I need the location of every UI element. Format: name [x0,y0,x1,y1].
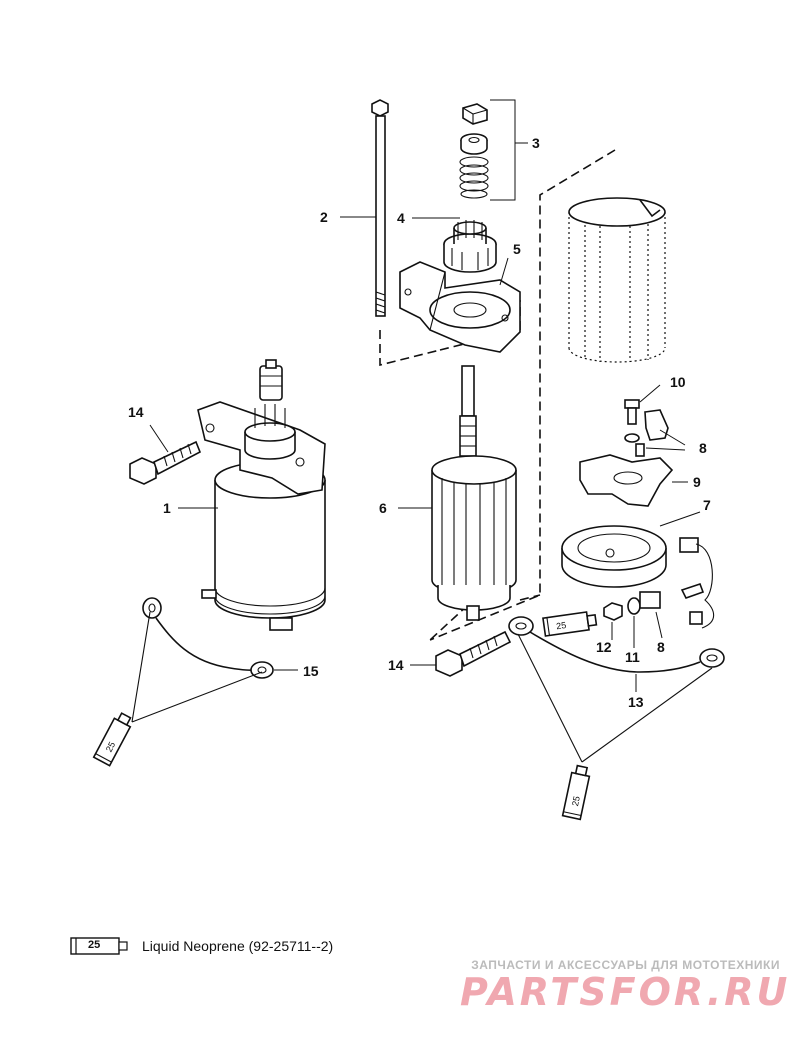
part-4-pinion-gear [412,217,497,273]
assembly-dashed-outline [379,149,616,641]
legend-tube-label: 25 [88,939,101,951]
watermark-logo: PARTSFOR.RU [460,970,791,1014]
sealant-tube-icon: 25 [70,936,134,956]
part-8-brush-upper [624,409,686,457]
part-13-battery-cable [508,616,725,692]
part-7-commutator-end-cap [561,511,715,629]
callout-4: 4 [397,210,405,226]
tube-label: 25 [570,795,582,807]
callout-1: 1 [163,500,171,516]
part-8-terminal-stud [639,582,705,639]
sealant-tube-left: 25 [92,611,263,767]
sealant-tube-middle: 25 [542,611,598,637]
armature-dashed-link [429,594,541,641]
part-6-armature [398,365,517,621]
legend-text: Liquid Neoprene (92-25711--2) [142,938,334,954]
tube-label: 25 [556,620,567,631]
starter-housing-shell [568,197,666,363]
callout-5: 5 [513,241,521,257]
callout-12: 12 [596,639,612,655]
part-14-mounting-bolt-lower [410,630,512,677]
watermark: ЗАПЧАСТИ И АКСЕССУАРЫ ДЛЯ МОТОТЕХНИКИ PA… [460,958,800,1014]
sealant-tube-right: 25 [517,633,713,821]
legend: 25 Liquid Neoprene (92-25711--2) [70,935,333,957]
part-11-terminal-washer [627,597,641,648]
callout-13: 13 [628,694,644,710]
callout-14-upper: 14 [128,404,144,420]
callout-10: 10 [670,374,686,390]
part-10-brush-screw [624,384,661,425]
part-2-through-bolt [340,99,389,317]
part-15-ground-cable [142,597,298,679]
callout-2: 2 [320,209,328,225]
part-12-terminal-nut [603,602,623,640]
callout-8-lower: 8 [657,639,665,655]
callout-15: 15 [303,663,319,679]
part-14-mounting-bolt-left [129,424,202,485]
callout-11: 11 [625,649,640,665]
callout-8-upper: 8 [699,440,707,456]
callout-14-lower: 14 [388,657,404,673]
callout-6: 6 [379,500,387,516]
part-9-brush-plate [579,454,688,507]
callout-3: 3 [532,135,540,151]
tube-label: 25 [104,740,118,754]
part-5-end-cap [399,257,521,353]
part-1-starter-motor [178,359,326,631]
callout-7: 7 [703,497,711,513]
watermark-tagline: ЗАПЧАСТИ И АКСЕССУАРЫ ДЛЯ МОТОТЕХНИКИ [471,958,780,972]
part-3-nut-spring-set [459,99,528,201]
callout-9: 9 [693,474,701,490]
